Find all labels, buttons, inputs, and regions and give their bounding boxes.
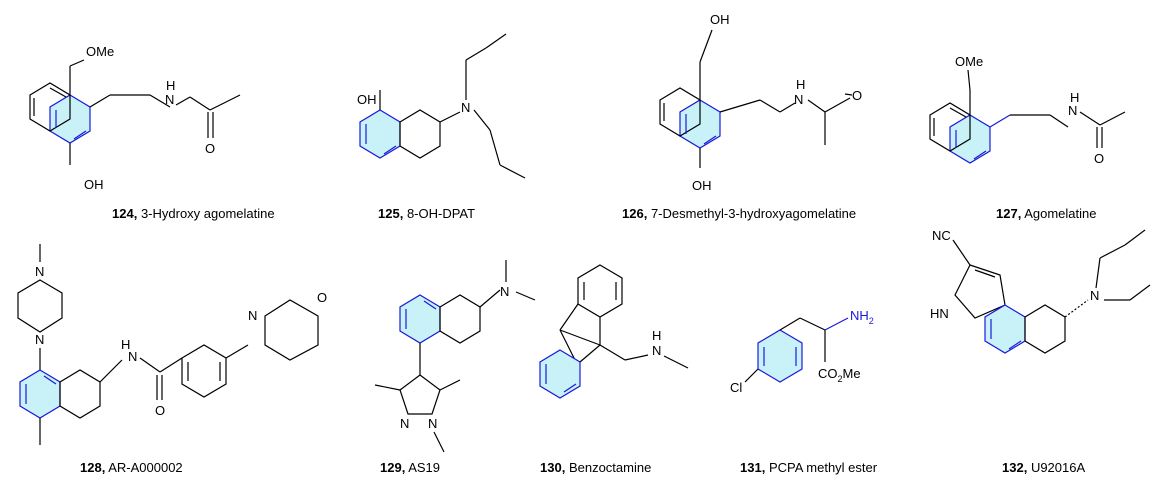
label-h: H [121,337,130,352]
label-n: N [1090,288,1099,303]
label-pyrazole-n1: N [400,416,409,431]
label-h: H [1070,90,1079,105]
caption-127: 127, Agomelatine [996,206,1097,221]
label-oh: OH [84,177,104,192]
structure-124: OMe H N O OH [29,44,241,192]
structure-127: OMe H N O [929,54,1126,166]
label-morph-o: O [317,290,327,305]
label-cl: Cl [730,380,742,395]
label-o: O [852,88,862,103]
label-n: N [1068,103,1077,118]
label-co2me: CO2Me [818,366,861,384]
label-pyrazole-n2: N [428,416,437,431]
caption-124: 124, 3-Hydroxy agomelatine [112,206,275,221]
label-ome: OMe [86,44,114,59]
label-morph-n: N [248,308,257,323]
structure-125: OH N [357,33,526,179]
label-n: N [652,343,661,358]
caption-126: 126, 7-Desmethyl-3-hydroxyagomelatine [622,206,857,221]
label-n: N [165,92,174,107]
caption-132: 132, U92016A [1002,460,1086,475]
caption-125: 125, 8-OH-DPAT [378,206,476,221]
caption-130: 130, Benzoctamine [540,460,652,475]
caption-129: 129, AS19 [380,460,441,475]
label-nh2: NH2 [850,308,874,326]
label-h: H [652,328,661,343]
label-oh-top: OH [710,12,730,27]
caption-128: 128, AR-A000002 [80,460,183,475]
label-amide-n: N [128,349,137,364]
label-ome: OMe [955,54,983,69]
highlight-ring [757,329,803,383]
label-n-top: N [35,264,44,279]
label-h: H [796,77,805,92]
structure-132: NC HN N [930,228,1151,354]
label-n: N [461,100,470,115]
label-n: N [794,92,803,107]
label-o: O [205,141,215,156]
structure-130: H N [539,264,689,399]
label-nc: NC [932,228,951,243]
label-hn: HN [930,306,949,321]
label-n-dimethyl: N [500,284,509,299]
label-o: O [1094,151,1104,166]
structure-129: N N N [374,260,536,453]
caption-131: 131, PCPA methyl ester [740,460,878,475]
label-oh: OH [357,92,377,107]
label-n-bottom: N [35,332,44,347]
label-amide-o: O [155,403,165,418]
structure-131: Cl NH2 CO2Me [730,308,874,395]
structure-126: OH H N O OH [659,12,862,193]
label-oh-bottom: OH [692,178,712,193]
structure-128: N N H N O N O [17,244,327,445]
label-h: H [166,78,175,93]
